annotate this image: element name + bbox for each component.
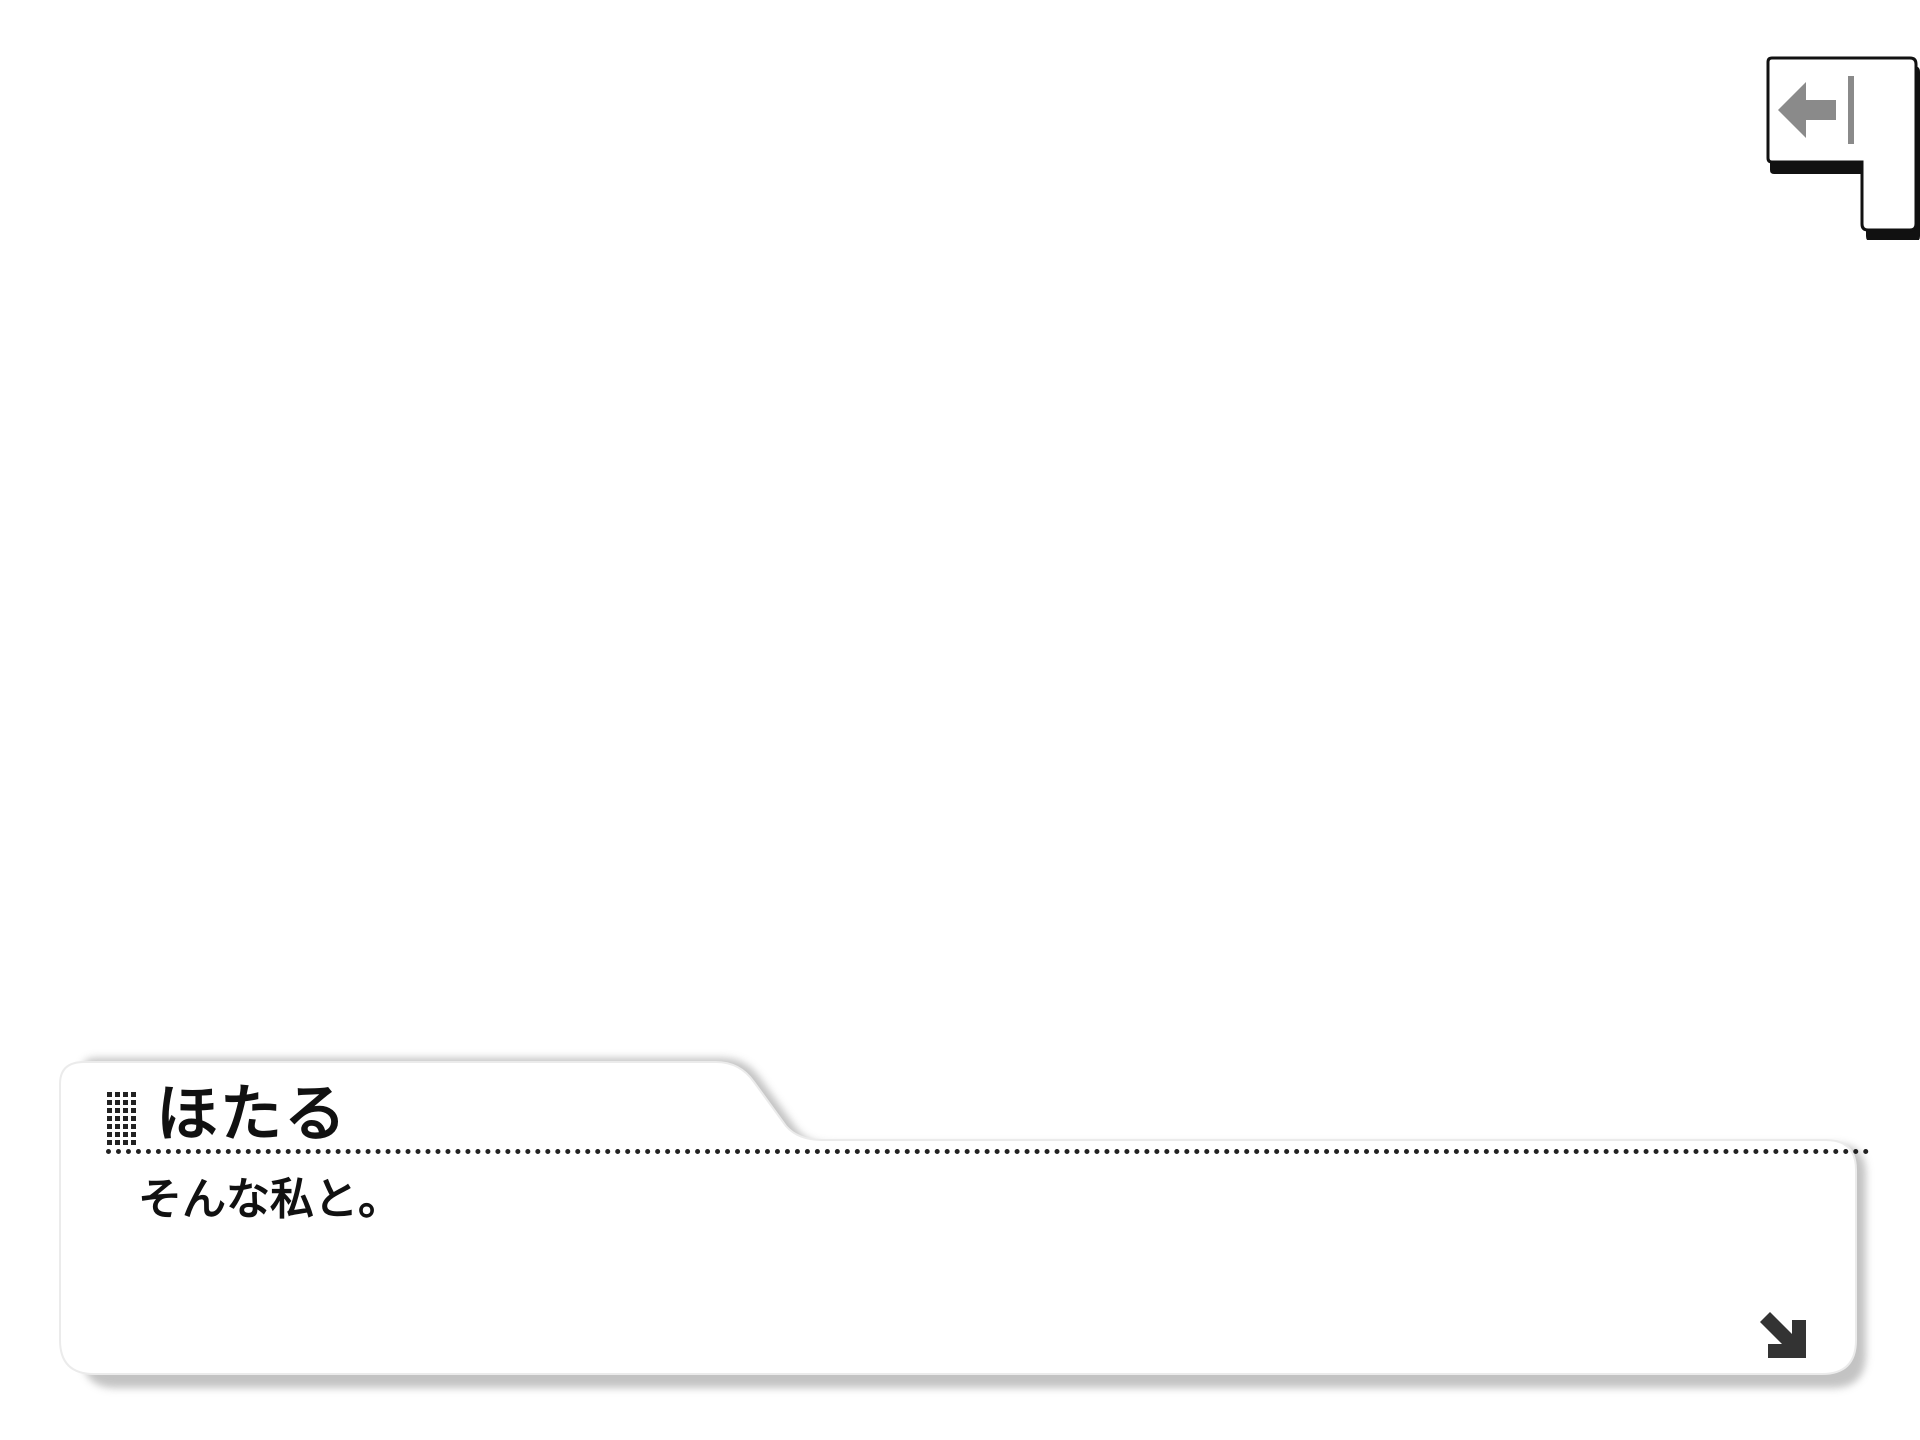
arrow-down-right-icon [1760,1312,1806,1358]
dialogue-text: そんな私と。 [138,1174,402,1225]
back-button[interactable] [1764,56,1920,240]
dialogue-box[interactable]: ほたる そんな私と。 [56,1054,1870,1394]
arrow-left-to-bar-icon [1766,56,1920,240]
speaker-name: ほたる [156,1077,349,1150]
name-divider [106,1149,1870,1154]
dialogue-frame [59,1058,1866,1388]
advance-button[interactable] [1758,1310,1810,1362]
name-marker-icon [107,1092,136,1145]
